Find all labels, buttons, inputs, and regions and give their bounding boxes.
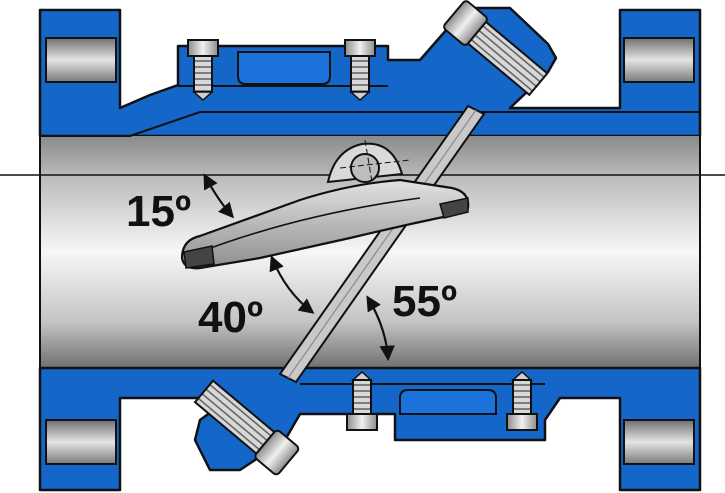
angle-arc-15	[203, 173, 235, 219]
seat-bolt-bottom	[193, 379, 300, 476]
seat-ring	[278, 104, 486, 384]
angle-label-15: 15º	[126, 187, 191, 236]
flange-bolt-hole-top-right	[623, 37, 695, 83]
valve-disc	[180, 139, 470, 270]
angle-arc-40	[269, 255, 315, 314]
flange-bolt-hole-bottom-right	[623, 419, 695, 465]
bonnet-stud-top-right	[344, 39, 376, 102]
bonnet-pocket-bottom	[399, 389, 497, 415]
hinge-pin	[350, 153, 380, 183]
bonnet-stud-bottom-left	[346, 370, 378, 431]
disc-end-right	[439, 197, 469, 219]
valve-body-bottom-casting	[38, 366, 702, 492]
valve-body-top	[38, 0, 702, 138]
bonnet-stud-bottom-right	[506, 370, 538, 431]
bonnet-pocket-top	[237, 51, 331, 85]
disc-end-left	[183, 245, 215, 269]
seat-bolt-top	[443, 0, 549, 97]
angle-label-40: 40º	[198, 293, 263, 342]
flange-bolt-hole-bottom-left	[45, 419, 117, 465]
angle-arc-55	[366, 295, 395, 362]
flange-bolt-hole-top-left	[45, 37, 117, 83]
angle-label-55: 55º	[392, 277, 457, 326]
bonnet-stud-top-left	[187, 39, 219, 102]
valve-body-bottom	[38, 366, 702, 492]
